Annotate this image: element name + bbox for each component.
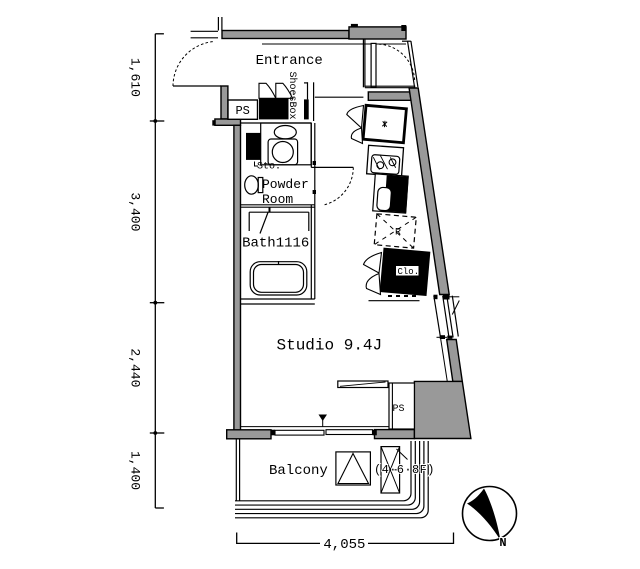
svg-text:2,440: 2,440 — [128, 348, 143, 387]
svg-text:Entrance: Entrance — [256, 53, 323, 69]
svg-text:1,400: 1,400 — [128, 451, 143, 490]
svg-text:PS: PS — [235, 104, 249, 118]
svg-text:Balcony: Balcony — [269, 463, 328, 479]
svg-text:Clo.: Clo. — [398, 267, 420, 277]
svg-text:R: R — [395, 228, 401, 239]
svg-text:N: N — [499, 536, 506, 550]
svg-text:ShoesBox: ShoesBox — [286, 72, 298, 120]
svg-text:4,055: 4,055 — [323, 537, 365, 553]
svg-text:Sto.: Sto. — [257, 161, 281, 172]
svg-text:1,610: 1,610 — [128, 58, 143, 97]
svg-text:(4·6·8F): (4·6·8F) — [374, 463, 435, 477]
svg-text:Powder: Powder — [262, 177, 309, 192]
svg-text:Studio 9.4J: Studio 9.4J — [277, 337, 383, 355]
svg-text:Room: Room — [262, 192, 293, 207]
svg-text:Bath1116: Bath1116 — [242, 235, 309, 251]
svg-text:PS: PS — [392, 404, 404, 415]
svg-text:3,400: 3,400 — [128, 192, 143, 231]
